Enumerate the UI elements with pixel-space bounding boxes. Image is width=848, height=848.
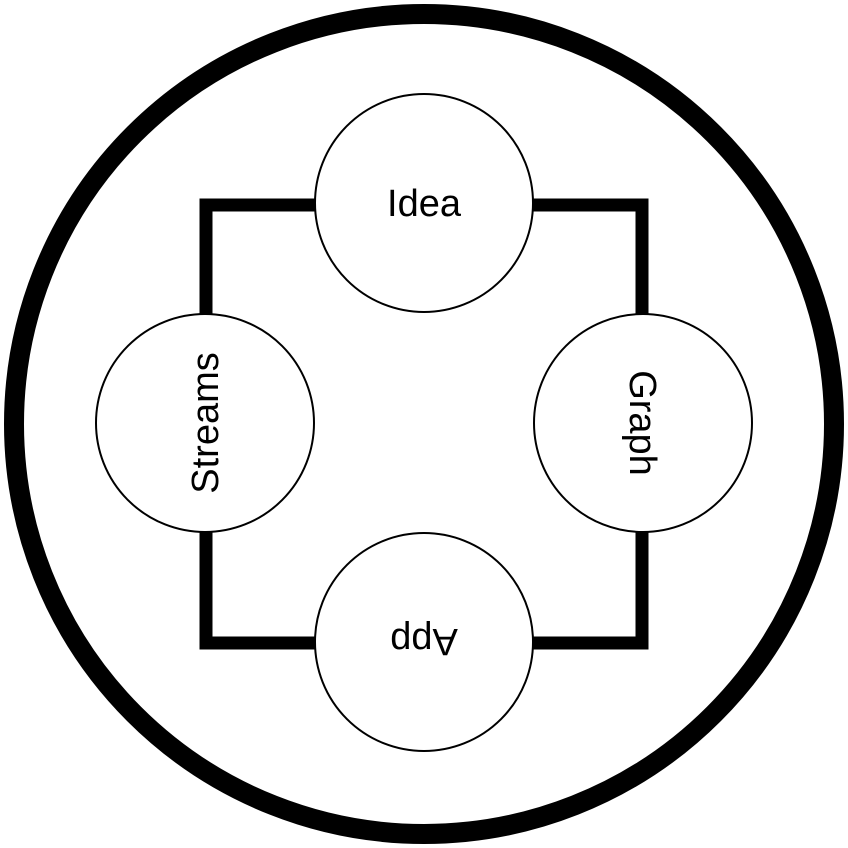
node-streams: Streams [95, 313, 315, 533]
node-graph-label: Graph [621, 370, 663, 476]
node-idea-circle [314, 93, 534, 313]
node-streams-label: Streams [185, 352, 227, 493]
node-idea-label: Idea [387, 183, 462, 225]
node-graph-circle [533, 313, 753, 533]
outer-ring [4, 4, 844, 844]
node-app-label: App [390, 620, 458, 662]
node-app: App [314, 532, 534, 752]
node-streams-circle [95, 313, 315, 533]
node-graph: Graph [533, 313, 753, 533]
node-app-circle [314, 532, 534, 752]
node-idea: Idea [314, 93, 534, 313]
